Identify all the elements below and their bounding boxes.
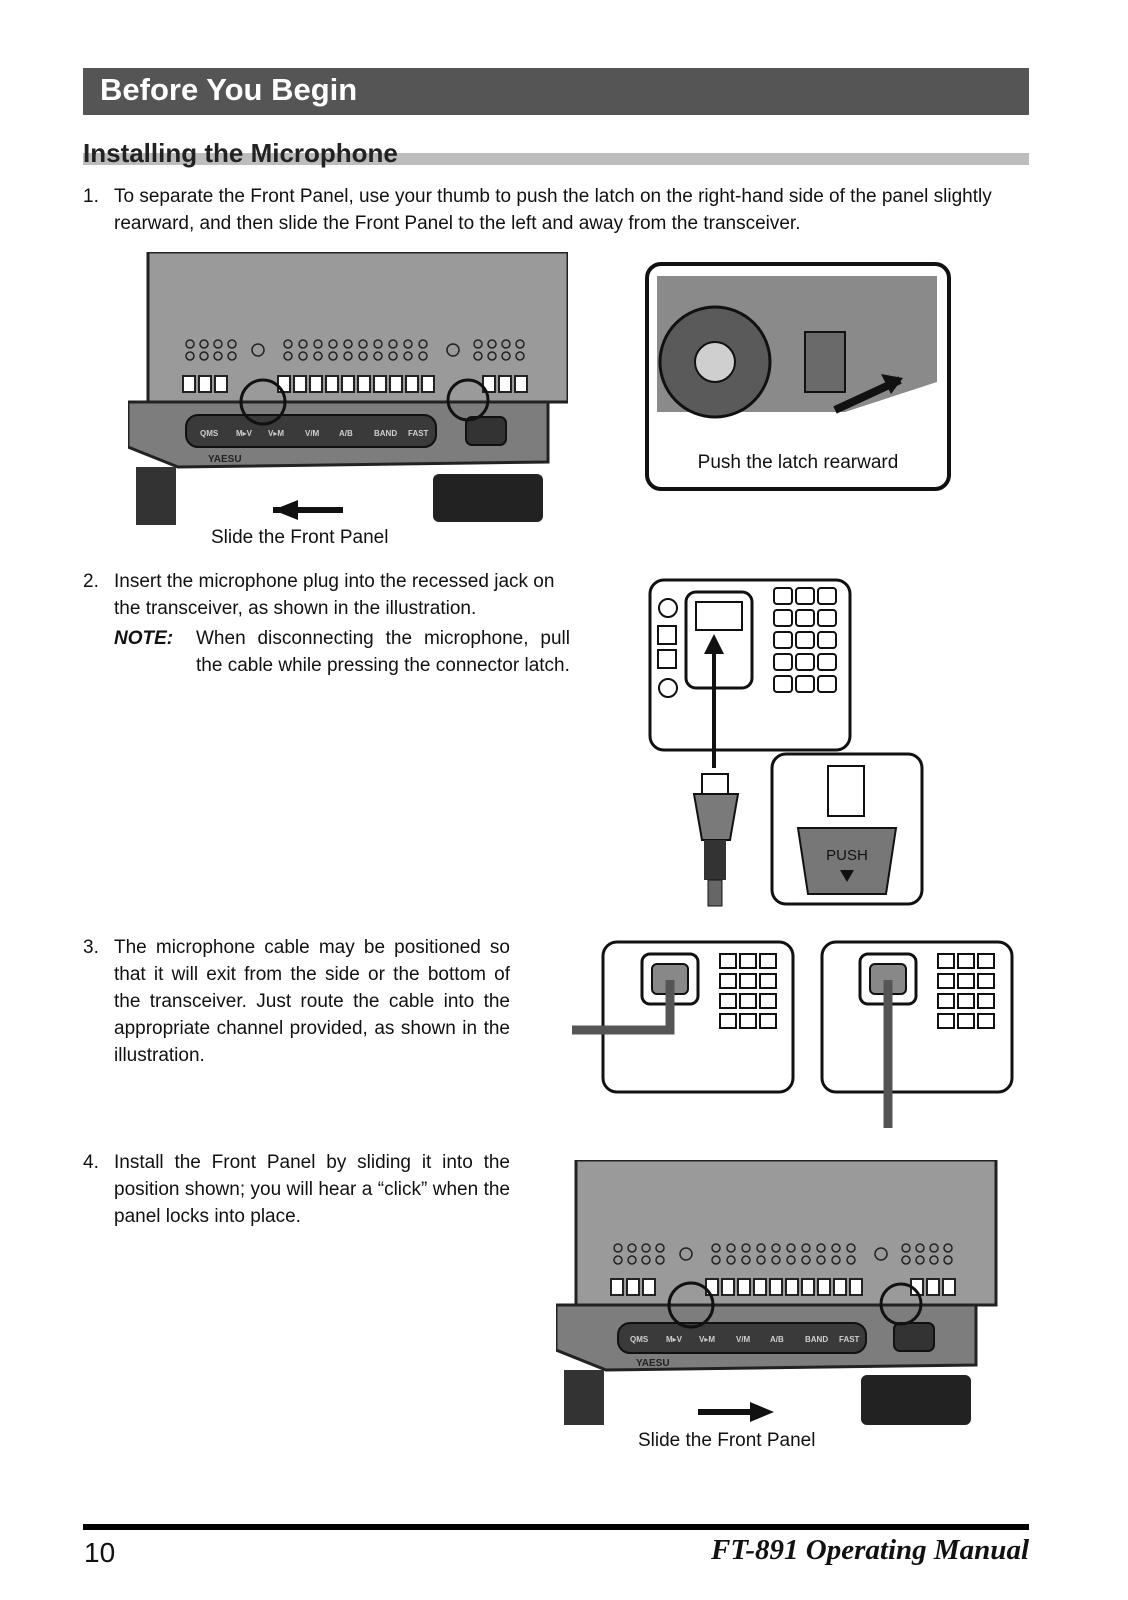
svg-text:YAESU: YAESU (208, 454, 242, 465)
step-3-number: 3. (83, 937, 99, 958)
svg-text:A/B: A/B (339, 429, 353, 438)
svg-text:FAST: FAST (408, 429, 429, 438)
svg-text:QMS: QMS (630, 1335, 649, 1344)
footer-rule (83, 1524, 1029, 1530)
svg-text:BAND: BAND (374, 429, 397, 438)
svg-text:M▸V: M▸V (666, 1335, 683, 1344)
step-2-number: 2. (83, 571, 99, 592)
svg-text:V/M: V/M (736, 1335, 751, 1344)
page-number: 10 (84, 1537, 116, 1568)
step-1-text: To separate the Front Panel, use your th… (114, 186, 992, 234)
section-title: Before You Begin (100, 72, 358, 107)
fig1-caption-latch: Push the latch rearward (698, 452, 899, 473)
fig1-caption-slide: Slide the Front Panel (211, 527, 389, 548)
step-4-number: 4. (83, 1152, 99, 1173)
step-1-number: 1. (83, 186, 99, 207)
fig4-caption-slide: Slide the Front Panel (638, 1430, 816, 1451)
note-label: NOTE: (114, 628, 174, 649)
mic-jack-illustration: PUSH (648, 578, 924, 907)
svg-text:A/B: A/B (770, 1335, 784, 1344)
step-3-text: The microphone cable may be positioned s… (114, 937, 510, 1066)
svg-text:BAND: BAND (805, 1335, 828, 1344)
svg-text:QMS: QMS (200, 429, 219, 438)
note-text: When disconnecting the microphone, pull … (196, 628, 570, 676)
svg-text:YAESU: YAESU (636, 1358, 670, 1369)
front-panel-removal-illustration: QMS M▸V V▸M V/M A/B BAND FAST YAESU (128, 252, 568, 525)
manual-title: FT-891 Operating Manual (711, 1534, 1029, 1566)
svg-text:V▸M: V▸M (268, 429, 284, 438)
subsection-rule (83, 153, 1029, 165)
step-2-text: Insert the microphone plug into the rece… (114, 571, 555, 619)
cable-routing-illustration (572, 940, 1014, 1128)
push-arrow-icon (840, 870, 854, 882)
latch-detail-illustration: Push the latch rearward (645, 262, 951, 491)
push-label: PUSH (826, 847, 868, 864)
subsection-title: Installing the Microphone (83, 138, 398, 168)
svg-text:M▸V: M▸V (236, 429, 253, 438)
front-panel-install-illustration: QMS M▸V V▸M V/M A/B BAND FAST YAESU (556, 1160, 998, 1425)
svg-text:V▸M: V▸M (699, 1335, 715, 1344)
section-banner (83, 68, 1029, 115)
svg-text:FAST: FAST (839, 1335, 860, 1344)
step-4-text: Install the Front Panel by sliding it in… (114, 1152, 510, 1227)
svg-text:V/M: V/M (305, 429, 320, 438)
